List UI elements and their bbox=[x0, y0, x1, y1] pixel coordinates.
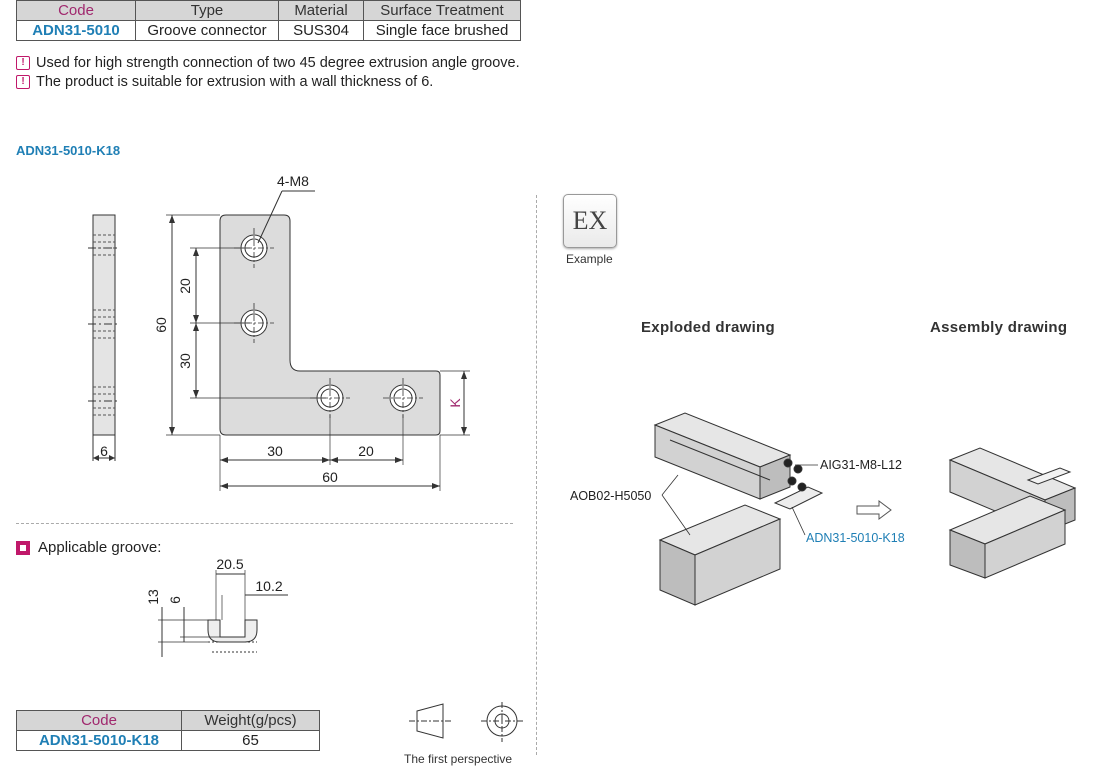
groove-width-outer: 20.5 bbox=[216, 556, 243, 572]
exploded-illustration: AIG31-M8-L12 AOB02-H5050 ADN31-5010-K18 bbox=[570, 412, 905, 606]
spec-header-type: Type bbox=[135, 0, 279, 21]
spec-material-value: SUS304 bbox=[278, 20, 364, 41]
hole-label: 4-M8 bbox=[277, 173, 309, 189]
warning-icon: ! bbox=[16, 56, 30, 70]
screw-label: AIG31-M8-L12 bbox=[820, 458, 902, 472]
connector-label: ADN31-5010-K18 bbox=[806, 531, 905, 545]
right-arrow-icon bbox=[856, 500, 892, 520]
dim-20-vertical: 20 bbox=[177, 278, 193, 294]
weight-table: Code Weight(g/pcs) ADN31-5010-K18 65 bbox=[16, 710, 320, 751]
weight-value: 65 bbox=[181, 730, 320, 751]
weight-code-value: ADN31-5010-K18 bbox=[16, 730, 182, 751]
weight-table-row: ADN31-5010-K18 65 bbox=[16, 730, 320, 751]
groove-drawing: 20.5 10.2 13 6 bbox=[145, 556, 288, 657]
assembly-drawing-title: Assembly drawing bbox=[930, 319, 1068, 336]
weight-header-code: Code bbox=[16, 710, 182, 731]
dim-30-vertical: 30 bbox=[177, 353, 193, 369]
dim-30-horizontal: 30 bbox=[267, 443, 283, 459]
spec-header-surface: Surface Treatment bbox=[363, 0, 521, 21]
exploded-drawing-title: Exploded drawing bbox=[641, 319, 775, 336]
spec-table: Code Type Material Surface Treatment ADN… bbox=[16, 0, 521, 41]
groove-marker-icon bbox=[16, 540, 30, 555]
example-caption: Example bbox=[566, 252, 613, 266]
warning-icon: ! bbox=[16, 75, 30, 89]
spec-code-value: ADN31-5010 bbox=[16, 20, 136, 41]
groove-height-inner: 6 bbox=[167, 596, 183, 604]
weight-header-weight: Weight(g/pcs) bbox=[181, 710, 320, 731]
note-1-text: Used for high strength connection of two… bbox=[36, 55, 520, 71]
section-title: ADN31-5010-K18 bbox=[16, 143, 121, 158]
groove-heading: Applicable groove: bbox=[16, 539, 161, 556]
spec-header-code: Code bbox=[16, 0, 136, 21]
connector-plate bbox=[219, 214, 441, 436]
dim-6: 6 bbox=[100, 443, 108, 459]
groove-height-total: 13 bbox=[145, 589, 161, 605]
note-2: ! The product is suitable for extrusion … bbox=[16, 74, 433, 90]
side-view-bar bbox=[92, 214, 116, 436]
spec-table-row: ADN31-5010 Groove connector SUS304 Singl… bbox=[16, 20, 521, 41]
spec-header-material: Material bbox=[278, 0, 364, 21]
technical-drawing: 4-M8 60 20 30 K 30 20 60 6 bbox=[88, 173, 470, 491]
dim-k: K bbox=[447, 398, 463, 408]
note-1: ! Used for high strength connection of t… bbox=[16, 55, 520, 71]
dim-20-horizontal: 20 bbox=[358, 443, 374, 459]
vertical-divider bbox=[536, 195, 537, 755]
dim-60-horizontal: 60 bbox=[322, 469, 338, 485]
perspective-label: The first perspective bbox=[404, 752, 513, 766]
profile-label: AOB02-H5050 bbox=[570, 489, 651, 503]
spec-type-value: Groove connector bbox=[135, 20, 279, 41]
spec-surface-value: Single face brushed bbox=[363, 20, 521, 41]
horizontal-divider bbox=[16, 523, 513, 524]
groove-label: Applicable groove: bbox=[38, 539, 162, 556]
assembly-illustration bbox=[948, 447, 1077, 579]
example-badge-text: EX bbox=[572, 206, 608, 235]
example-badge: EX bbox=[563, 194, 617, 248]
groove-width-inner: 10.2 bbox=[255, 578, 282, 594]
spec-table-header: Code Type Material Surface Treatment bbox=[16, 0, 521, 21]
note-2-text: The product is suitable for extrusion wi… bbox=[36, 74, 434, 90]
dim-60-vertical: 60 bbox=[153, 317, 169, 333]
weight-table-header: Code Weight(g/pcs) bbox=[16, 710, 320, 731]
first-angle-projection-icon bbox=[409, 702, 523, 742]
